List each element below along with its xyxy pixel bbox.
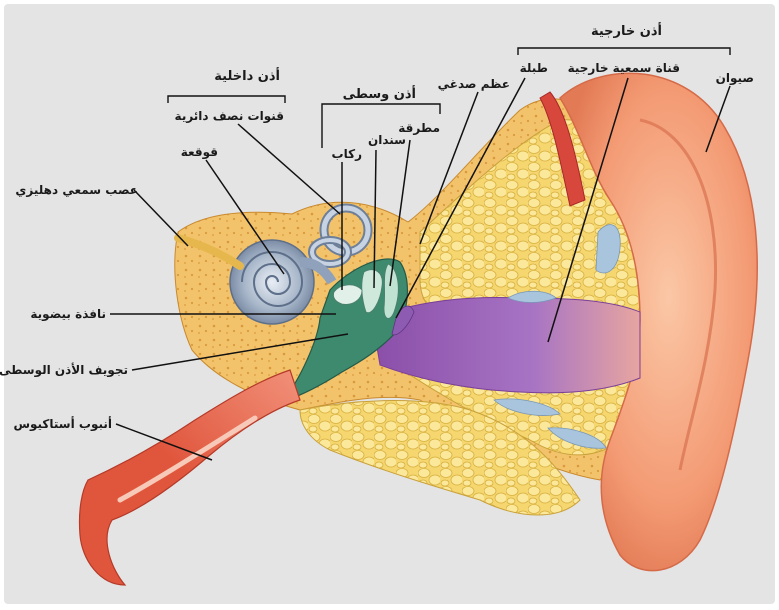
leader-middle-ear-cavity xyxy=(131,333,349,371)
fat-vessel-shape-3 xyxy=(493,398,561,416)
leader-ear-canal xyxy=(547,77,629,343)
leader-pinna xyxy=(705,85,731,153)
eustachian-tube-lumen-shape xyxy=(117,415,258,503)
group-label-middle-ear: أذن وسطى xyxy=(343,85,416,102)
eardrum-shape xyxy=(391,305,415,336)
fat-vessel-shape-4 xyxy=(547,427,607,449)
outer-ear-bracket xyxy=(517,47,731,55)
muscle-strip-shape xyxy=(539,91,586,207)
leader-hammer xyxy=(389,139,411,287)
fat-vessel-shape-2 xyxy=(507,290,557,303)
leader-eustachian-tube xyxy=(115,423,213,461)
label-oval-window: نافذة بيضوية xyxy=(30,307,106,322)
label-temporal-bone: عظم صدغي xyxy=(438,77,510,91)
label-cochlea: قوقعة xyxy=(181,145,218,160)
ear-canal-shape xyxy=(371,297,641,394)
label-pinna: صيوان xyxy=(716,71,754,86)
pinna-shape xyxy=(559,72,758,572)
semicircular-canals-shape xyxy=(308,203,373,268)
leader-cochlea xyxy=(205,159,285,275)
lower-fatty-tissue-shape xyxy=(299,400,581,516)
leader-temporal-bone xyxy=(419,91,479,245)
leader-eardrum xyxy=(395,77,526,319)
leader-anvil xyxy=(373,149,377,289)
pinna-fold-shape xyxy=(639,118,718,471)
cochlea-shape xyxy=(229,239,337,325)
label-middle-ear-cavity: تجويف الأذن الوسطى xyxy=(0,362,128,378)
leader-semicircular-canals xyxy=(237,123,341,215)
label-nerve: عصب سمعي دهليزي xyxy=(15,183,138,197)
leader-nerve xyxy=(133,189,189,247)
label-eustachian-tube: أنبوب أستاكيوس xyxy=(13,416,112,432)
label-eardrum: طبلة xyxy=(520,61,548,75)
label-stirrup: ركاب xyxy=(332,147,363,161)
label-hammer: مطرقة xyxy=(398,121,440,135)
group-label-outer-ear: أذن خارجية xyxy=(591,22,662,39)
nerve-shape xyxy=(174,234,244,270)
hammer-shape xyxy=(383,263,399,319)
inner-ear-bracket xyxy=(167,95,286,103)
fat-vessel-shape-1 xyxy=(595,224,621,274)
label-anvil: سندان xyxy=(368,133,406,147)
group-label-inner-ear: أذن داخلية xyxy=(214,67,280,84)
label-ear-canal: قناة سمعية خارجية xyxy=(568,61,680,75)
stirrup-shape xyxy=(333,284,363,305)
middle-ear-bracket xyxy=(321,103,441,148)
label-semicircular-canals: قنوات نصف دائرية xyxy=(175,109,284,124)
